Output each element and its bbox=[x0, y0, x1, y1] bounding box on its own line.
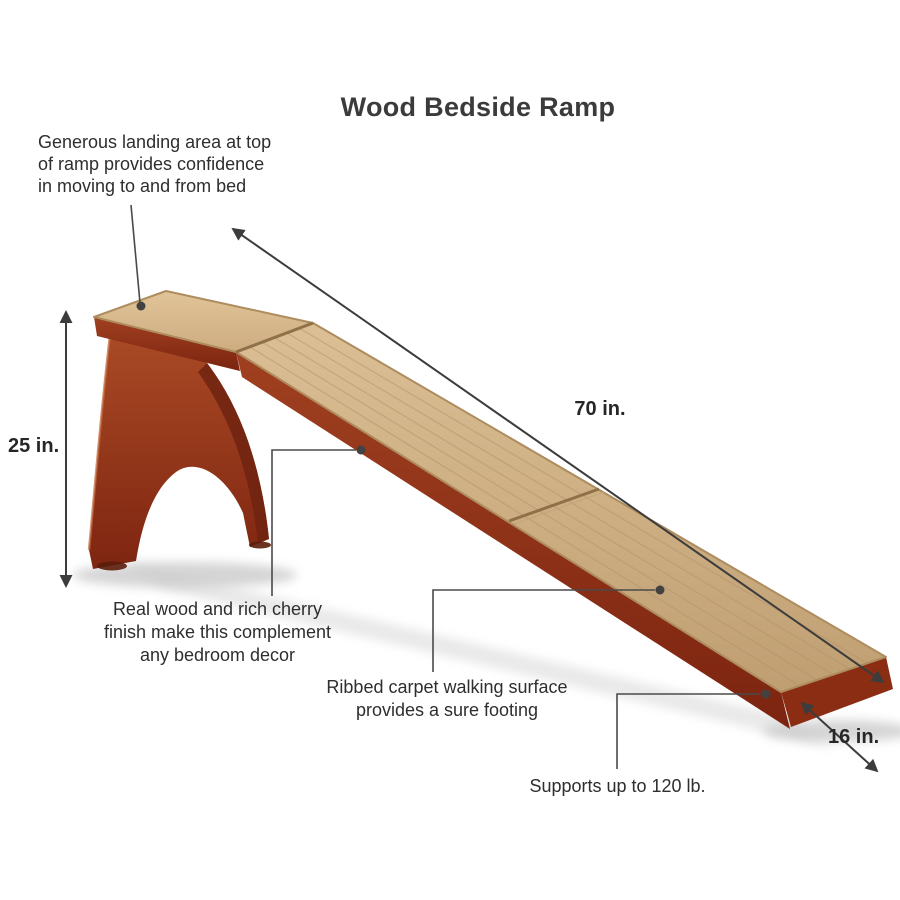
front-foot bbox=[97, 561, 127, 571]
leader-lines bbox=[130, 204, 760, 769]
annotation-wood-line3: any bedroom decor bbox=[139, 645, 296, 665]
dimension-length-label: 70 in. bbox=[574, 398, 626, 420]
leader-dot-wood bbox=[356, 445, 366, 455]
dimension-line-length bbox=[231, 227, 885, 684]
front-leg-highlight bbox=[87, 326, 113, 551]
annotation-carpet-surface: Ribbed carpet walking surface provides a… bbox=[306, 676, 588, 722]
dimension-lines bbox=[59, 227, 885, 773]
annotation-landing: Generous landing area at top of ramp pro… bbox=[38, 131, 318, 197]
leader-dot-weight bbox=[761, 689, 771, 699]
leader-dots bbox=[136, 301, 771, 699]
rear-foot bbox=[249, 541, 271, 549]
leader-weight-capacity bbox=[616, 693, 760, 769]
leader-carpet-surface bbox=[432, 589, 655, 672]
annotation-wood-line2: finish make this complement bbox=[103, 622, 332, 642]
annotation-carpet-line1: Ribbed carpet walking surface bbox=[326, 677, 568, 697]
annotation-landing-line3: in moving to and from bed bbox=[38, 176, 247, 196]
curved-leg-and-arch bbox=[89, 327, 269, 569]
annotation-carpet-line2: provides a sure footing bbox=[355, 700, 539, 720]
dimension-line-width bbox=[800, 701, 879, 773]
leader-landing bbox=[130, 204, 141, 304]
leader-wood-finish bbox=[271, 449, 356, 596]
annotation-weight-capacity: Supports up to 120 lb. bbox=[495, 775, 740, 797]
annotation-wood-line1: Real wood and rich cherry bbox=[112, 599, 323, 619]
dimension-height-label: 25 in. bbox=[8, 435, 60, 457]
ramp-side-wood bbox=[236, 352, 790, 729]
leader-dot-landing bbox=[136, 301, 146, 311]
figure-title: Wood Bedside Ramp bbox=[340, 92, 616, 122]
landing-wood-edge bbox=[94, 317, 240, 371]
annotation-weight-line1: Supports up to 120 lb. bbox=[529, 776, 706, 796]
annotation-wood-finish: Real wood and rich cherry finish make th… bbox=[80, 598, 355, 667]
annotation-landing-line2: of ramp provides confidence bbox=[38, 154, 265, 174]
dimension-width-label: 16 in. bbox=[828, 726, 880, 748]
annotation-landing-line1: Generous landing area at top bbox=[38, 132, 272, 152]
leader-dot-carpet bbox=[655, 585, 665, 595]
